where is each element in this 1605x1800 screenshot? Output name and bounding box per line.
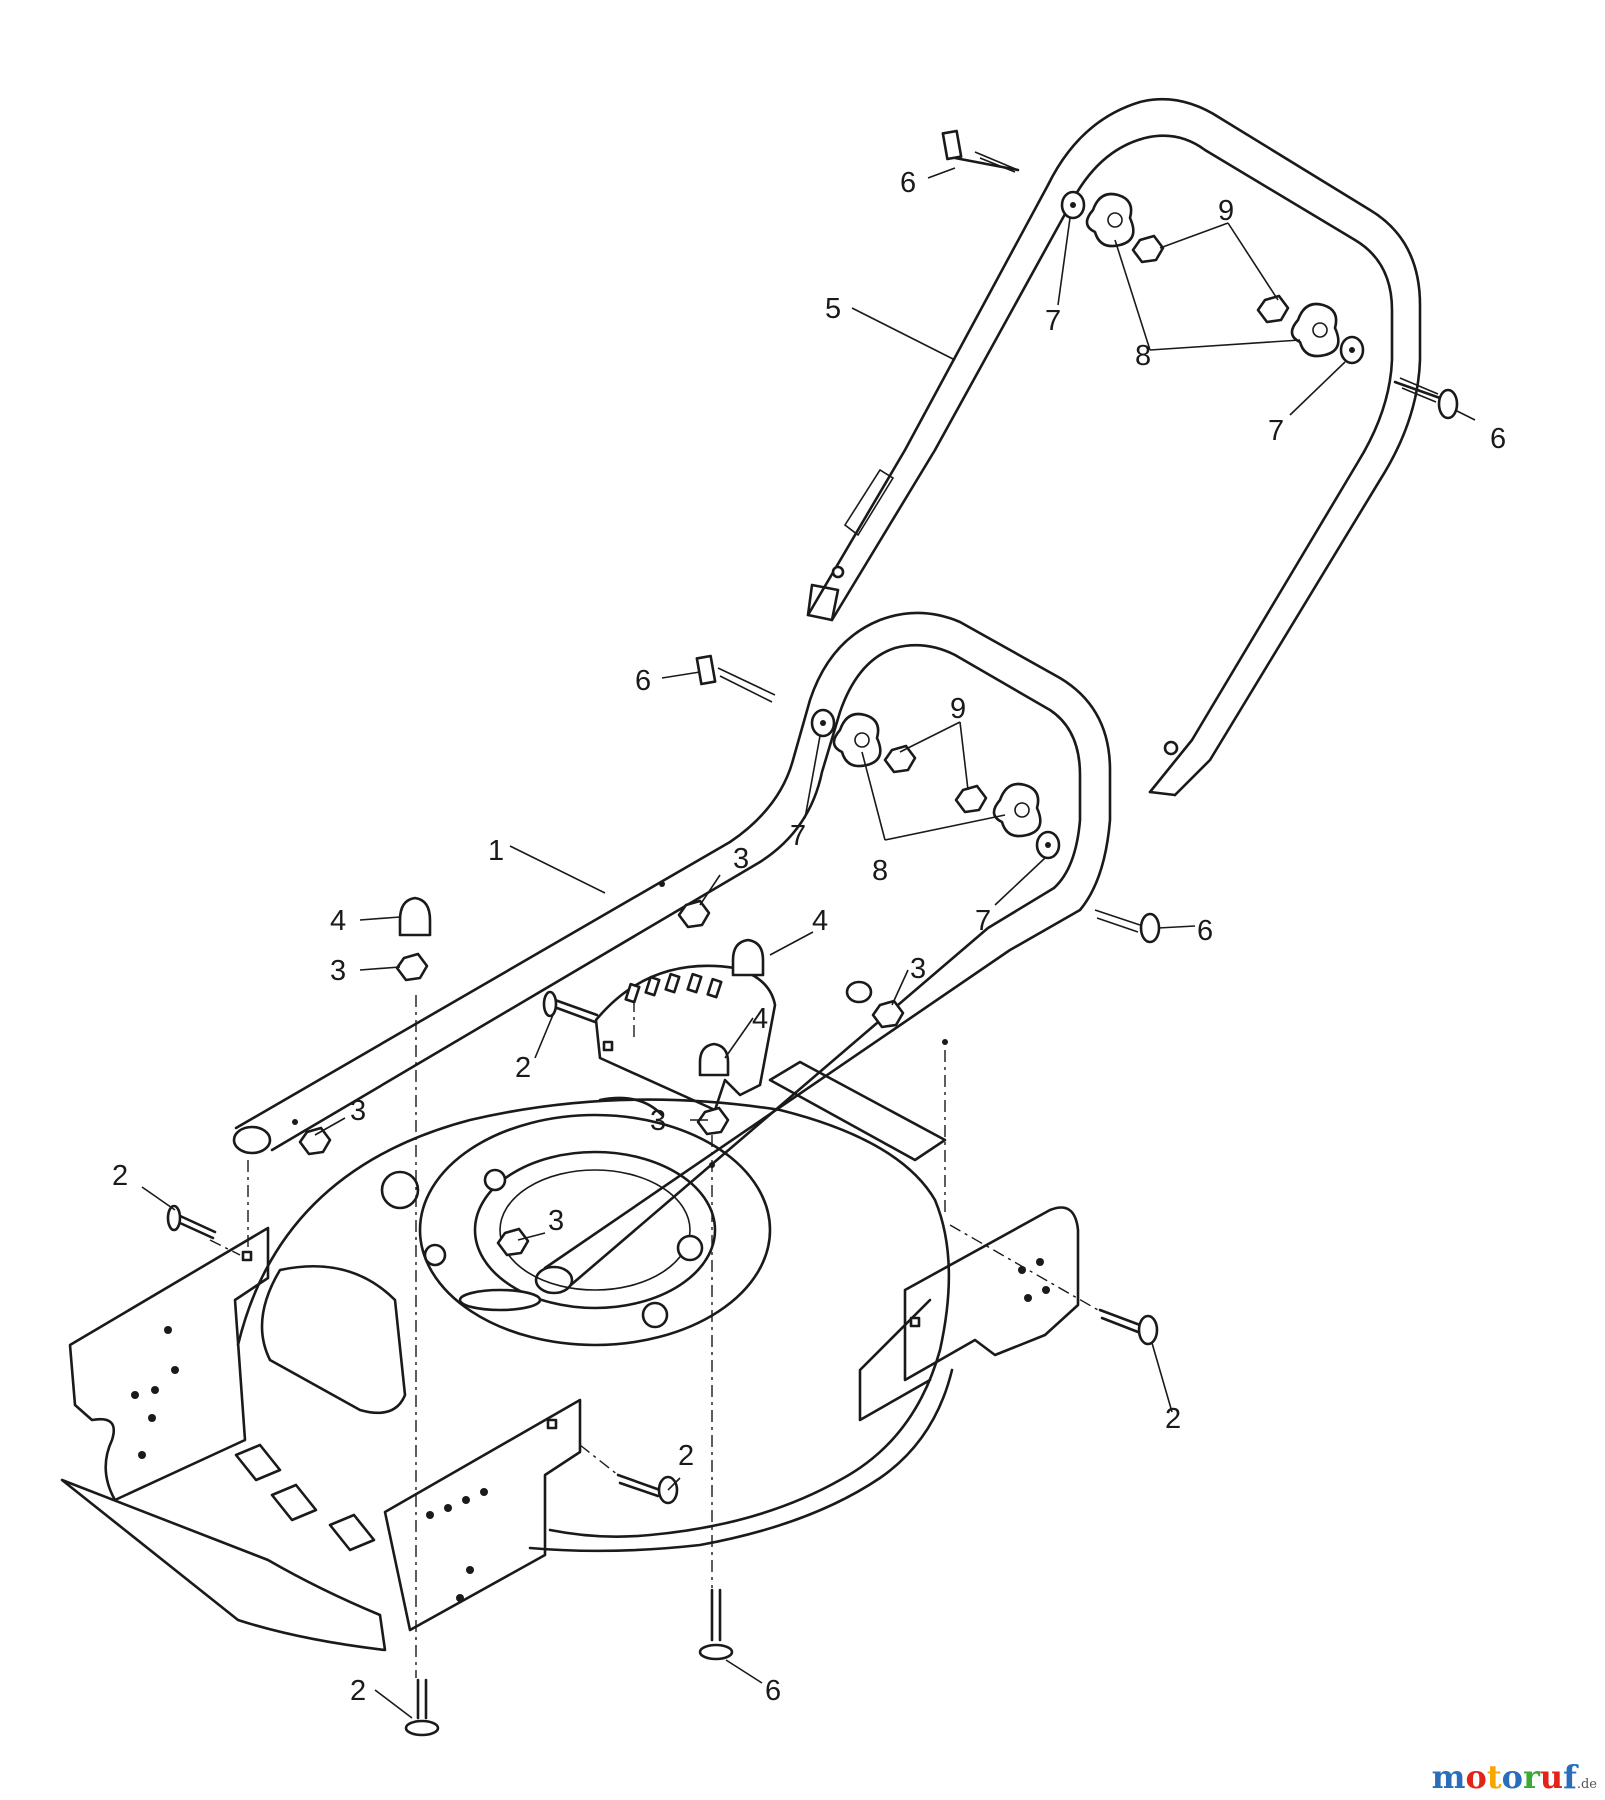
brand-watermark: motoruf.de: [1432, 1758, 1597, 1796]
callout-2: 2: [112, 1160, 128, 1192]
callout-3: 3: [650, 1105, 666, 1137]
rear-height-plate: [858, 1206, 1080, 1422]
front-bracket: [60, 1226, 582, 1652]
callout-3: 3: [733, 843, 749, 875]
callout-8: 8: [872, 855, 888, 887]
brand-logo-text: motoruf: [1431, 1758, 1577, 1796]
callout-leaders: [141, 167, 1476, 1719]
mower-deck: [234, 1060, 954, 1553]
callout-7: 7: [790, 820, 806, 852]
callout-6: 6: [1197, 915, 1213, 947]
callout-9: 9: [950, 693, 966, 725]
callout-5: 5: [825, 293, 841, 325]
callout-3: 3: [910, 953, 926, 985]
callout-8: 8: [1135, 340, 1151, 372]
callout-6: 6: [900, 167, 916, 199]
assembly-center-lines: [209, 995, 1099, 1678]
callout-7: 7: [975, 905, 991, 937]
callout-2: 2: [515, 1052, 531, 1084]
brand-suffix: .de: [1576, 1777, 1597, 1792]
callout-6: 6: [635, 665, 651, 697]
callout-3: 3: [548, 1205, 564, 1237]
callout-7: 7: [1045, 305, 1061, 337]
upper-handle: [806, 97, 1422, 797]
callout-3: 3: [350, 1095, 366, 1127]
callout-labels: 6 9 5 7 8 7 6 6 9 7 8 1 3 4 7 6 4 3 3 4 …: [112, 167, 1506, 1707]
callout-6: 6: [765, 1675, 781, 1707]
callout-7: 7: [1268, 415, 1284, 447]
callout-2: 2: [678, 1440, 694, 1472]
callout-6: 6: [1490, 423, 1506, 455]
callout-4: 4: [812, 905, 828, 937]
lower-handle: [232, 611, 1112, 1295]
callout-2: 2: [1165, 1403, 1181, 1435]
callout-4: 4: [330, 905, 346, 937]
callout-4: 4: [752, 1003, 768, 1035]
callout-3: 3: [330, 955, 346, 987]
callout-1: 1: [488, 835, 504, 867]
height-adjust-sector: [594, 964, 777, 1117]
callout-9: 9: [1218, 195, 1234, 227]
callout-2: 2: [350, 1675, 366, 1707]
